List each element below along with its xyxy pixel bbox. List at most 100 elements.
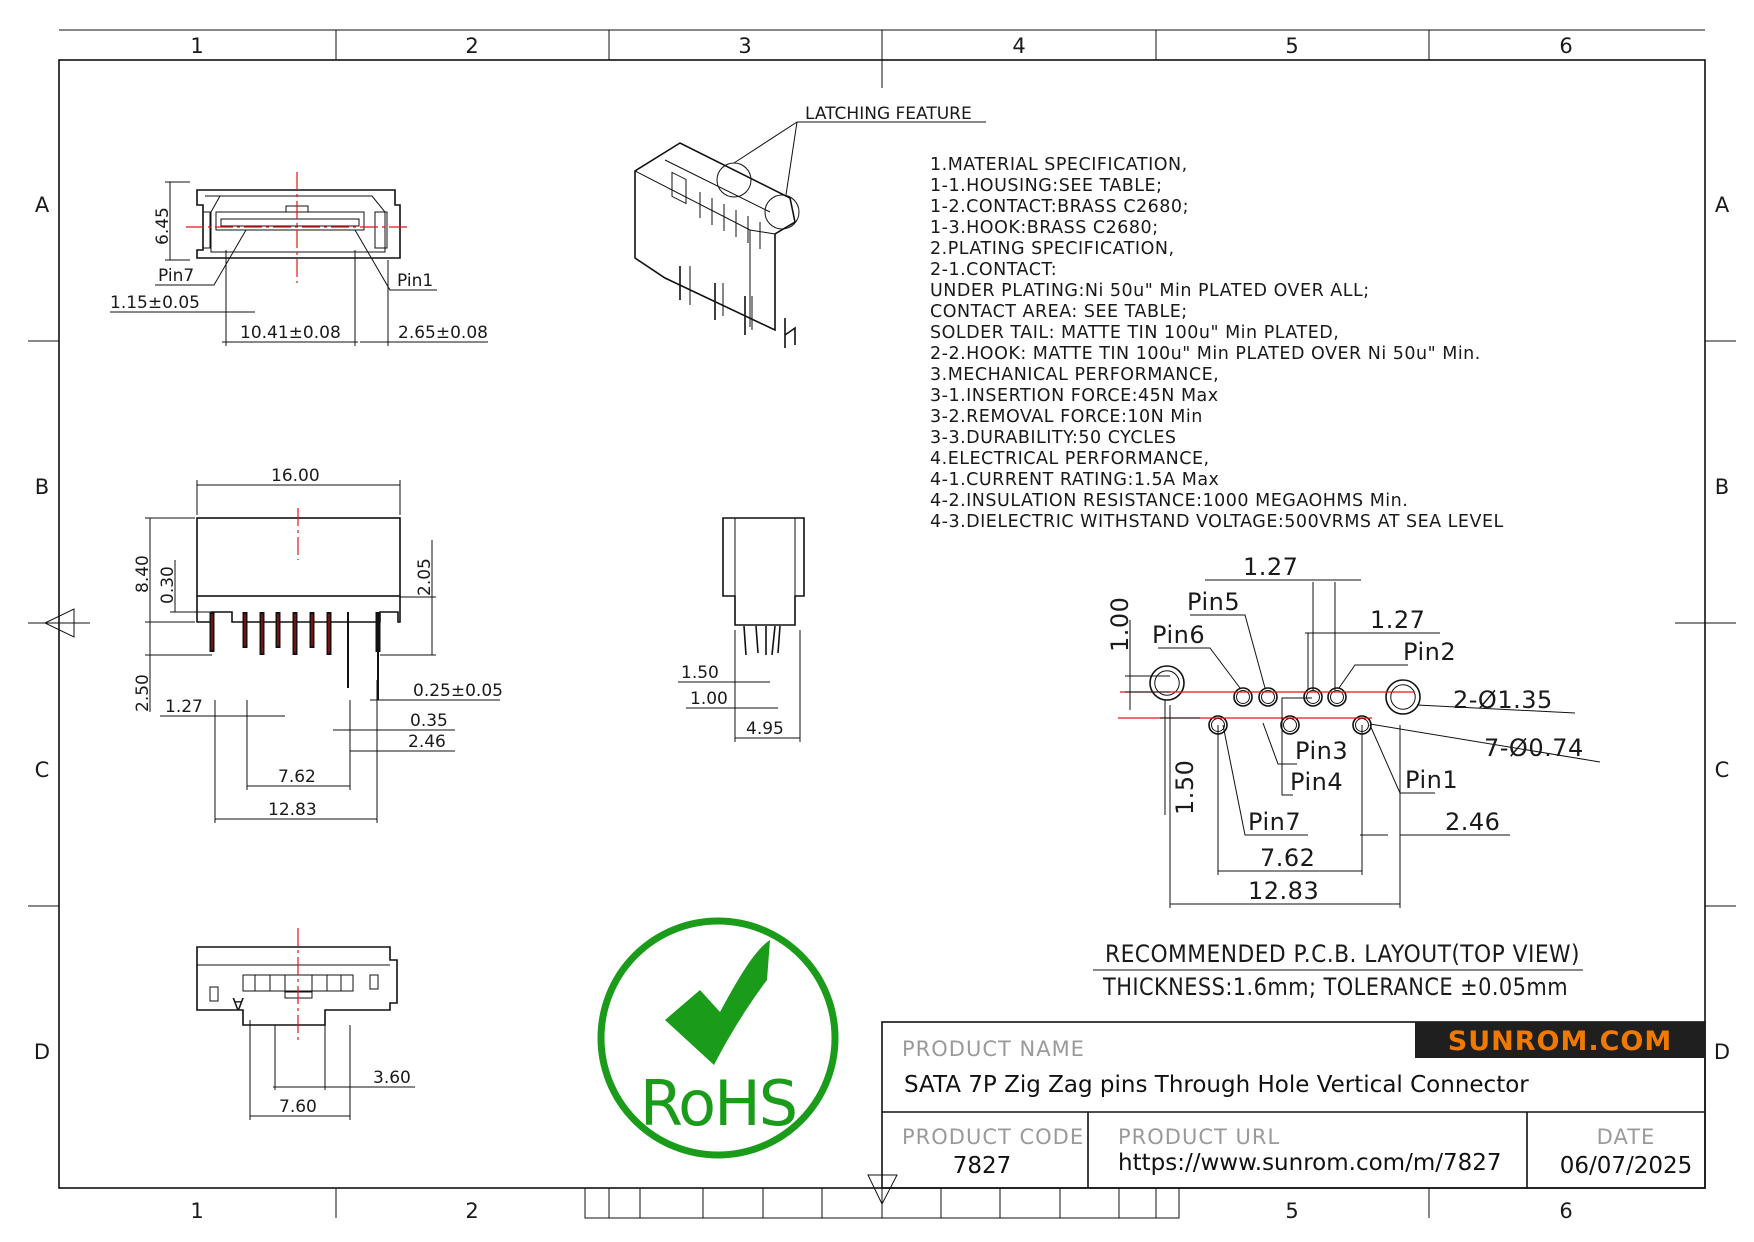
bottom-view-mark: A xyxy=(232,993,244,1013)
mount-hole-inner xyxy=(1154,670,1180,696)
dim-side-width: 16.00 xyxy=(271,466,320,486)
spec-line: 4-1.CURRENT RATING:1.5A Max xyxy=(930,470,1219,490)
zone-col-5-bottom: 5 xyxy=(1285,1199,1298,1223)
zone-row-b-right: B xyxy=(1715,475,1729,499)
end-view: 1.50 1.00 4.95 xyxy=(678,517,805,742)
product-url[interactable]: https://www.sunrom.com/m/7827 xyxy=(1118,1150,1502,1176)
pin-hole-inner xyxy=(1283,718,1297,732)
zone-col-2-top: 2 xyxy=(465,34,478,58)
dim-pcb-127a: 1.27 xyxy=(1243,553,1298,581)
zone-row-d-left: D xyxy=(34,1040,50,1064)
dim-front-right: 2.65±0.08 xyxy=(398,323,488,343)
dim-end-150: 1.50 xyxy=(681,663,719,683)
spec-line: 1-1.HOUSING:SEE TABLE; xyxy=(930,176,1163,196)
pcb-caption: RECOMMENDED P.C.B. LAYOUT(TOP VIEW) xyxy=(1105,940,1580,968)
label-pcb-pin4: Pin4 xyxy=(1290,768,1343,796)
bottom-ruler xyxy=(584,1187,1180,1219)
pcb-thickness: THICKNESS:1.6mm; TOLERANCE ±0.05mm xyxy=(1102,973,1568,1001)
spec-line: 4-2.INSULATION RESISTANCE:1000 MEGAOHMS … xyxy=(930,491,1408,511)
label-pcb-pin6: Pin6 xyxy=(1152,621,1205,649)
product-name-label: PRODUCT NAME xyxy=(902,1037,1085,1061)
rohs-logo: RoHS xyxy=(597,917,839,1159)
label-pcb-pin5: Pin5 xyxy=(1187,588,1240,616)
pin-hole-inner xyxy=(1236,690,1250,704)
dim-side-035: 0.35 xyxy=(410,711,448,731)
spec-line: 1.MATERIAL SPECIFICATION, xyxy=(930,155,1188,175)
dim-pcb-100: 1.00 xyxy=(1106,597,1134,652)
dim-front-left: 1.15±0.05 xyxy=(110,293,200,313)
pcb-layout: 1.27 1.27 1.00 1.50 Pin5 Pin6 Pin2 Pin3 … xyxy=(1093,553,1601,1001)
dim-bottom-760: 7.60 xyxy=(279,1097,317,1117)
label-front-pin1: Pin1 xyxy=(397,271,433,291)
zone-row-c-right: C xyxy=(1715,758,1730,782)
pin-hole xyxy=(1280,715,1300,735)
zone-col-1-top: 1 xyxy=(190,34,203,58)
zone-col-4-top: 4 xyxy=(1012,34,1025,58)
zone-row-b-left: B xyxy=(35,475,49,499)
spec-line: 2.PLATING SPECIFICATION, xyxy=(930,239,1175,259)
zone-row-d-right: D xyxy=(1714,1040,1730,1064)
spec-line: SOLDER TAIL: MATTE TIN 100u" Min PLATED, xyxy=(930,323,1339,343)
zone-row-c-left: C xyxy=(35,758,50,782)
mount-hole-inner xyxy=(1390,684,1416,710)
zone-labels: 1 2 3 4 5 6 1 2 5 6 A B C D A B C D xyxy=(34,34,1730,1223)
front-view: 6.45 Pin7 Pin1 1.15±0.05 10.41±0.08 2.65… xyxy=(110,172,488,346)
zone-col-2-bottom: 2 xyxy=(465,1199,478,1223)
pin-hole xyxy=(1327,687,1347,707)
spec-line: 1-3.HOOK:BRASS C2680; xyxy=(930,218,1159,238)
zone-col-6-top: 6 xyxy=(1559,34,1572,58)
label-front-pin7: Pin7 xyxy=(158,266,194,286)
dim-side-total-height: 8.40 xyxy=(133,555,153,593)
dim-side-small: 0.30 xyxy=(158,566,178,604)
bottom-view: A 3.60 7.60 xyxy=(196,928,415,1120)
spec-line: 1-2.CONTACT:BRASS C2680; xyxy=(930,197,1189,217)
dim-pcb-127b: 1.27 xyxy=(1370,606,1425,634)
pcb-holes xyxy=(1149,665,1421,735)
side-pins xyxy=(209,612,381,700)
title-block: SUNROM.COM PRODUCT NAME SATA 7P Zig Zag … xyxy=(881,1021,1706,1189)
dim-side-pin-width: 0.25±0.05 xyxy=(413,681,503,701)
zone-col-3-top: 3 xyxy=(738,34,751,58)
dim-side-1283: 12.83 xyxy=(268,800,317,820)
zone-col-1-bottom: 1 xyxy=(190,1199,203,1223)
rohs-text: RoHS xyxy=(640,1067,796,1140)
dim-end-100: 1.00 xyxy=(690,689,728,709)
date-value: 06/07/2025 xyxy=(1560,1153,1693,1179)
mount-hole xyxy=(1385,679,1421,715)
label-pcb-pin2: Pin2 xyxy=(1403,638,1456,666)
product-name: SATA 7P Zig Zag pins Through Hole Vertic… xyxy=(904,1072,1529,1098)
pin-hole xyxy=(1258,687,1278,707)
product-code-label: PRODUCT CODE xyxy=(902,1125,1084,1149)
label-pcb-holes-small: 7-Ø0.74 xyxy=(1484,734,1584,762)
label-pcb-pin3: Pin3 xyxy=(1295,737,1348,765)
spec-line: CONTACT AREA: SEE TABLE; xyxy=(930,302,1188,322)
dim-side-pitch: 1.27 xyxy=(165,697,203,717)
dim-side-right-height: 2.05 xyxy=(415,558,435,596)
label-pcb-holes-big: 2-Ø1.35 xyxy=(1453,686,1553,714)
dim-pcb-1283: 12.83 xyxy=(1248,877,1319,905)
label-pcb-pin7: Pin7 xyxy=(1248,808,1301,836)
dim-side-pins-height: 2.50 xyxy=(133,674,153,712)
spec-line: 2-1.CONTACT: xyxy=(930,260,1057,280)
spec-line: 3.MECHANICAL PERFORMANCE, xyxy=(930,365,1219,385)
spec-line: 4.ELECTRICAL PERFORMANCE, xyxy=(930,449,1210,469)
spec-line: 4-3.DIELECTRIC WITHSTAND VOLTAGE:500VRMS… xyxy=(930,512,1504,532)
spec-line: 3-3.DURABILITY:50 CYCLES xyxy=(930,428,1177,448)
dim-pcb-762: 7.62 xyxy=(1260,844,1315,872)
dim-side-246: 2.46 xyxy=(408,732,446,752)
spec-line: 3-2.REMOVAL FORCE:10N Min xyxy=(930,407,1203,427)
dim-end-495: 4.95 xyxy=(746,719,784,739)
callout-latching-feature: LATCHING FEATURE xyxy=(805,104,972,124)
dim-side-762: 7.62 xyxy=(278,767,316,787)
dim-front-height: 6.45 xyxy=(153,207,173,245)
brand-badge xyxy=(1415,1022,1705,1058)
dim-bottom-360: 3.60 xyxy=(373,1068,411,1088)
product-url-label: PRODUCT URL xyxy=(1118,1125,1280,1149)
date-label: DATE xyxy=(1597,1125,1656,1149)
side-view: 16.00 8.40 0.30 2.50 2.05 1.27 0.25±0.05… xyxy=(133,466,503,823)
dim-front-mid: 10.41±0.08 xyxy=(240,323,341,343)
spec-notes: 1.MATERIAL SPECIFICATION, 1-1.HOUSING:SE… xyxy=(930,155,1504,532)
spec-line: 2-2.HOOK: MATTE TIN 100u" Min PLATED OVE… xyxy=(930,344,1481,364)
pin-hole-inner xyxy=(1306,690,1320,704)
